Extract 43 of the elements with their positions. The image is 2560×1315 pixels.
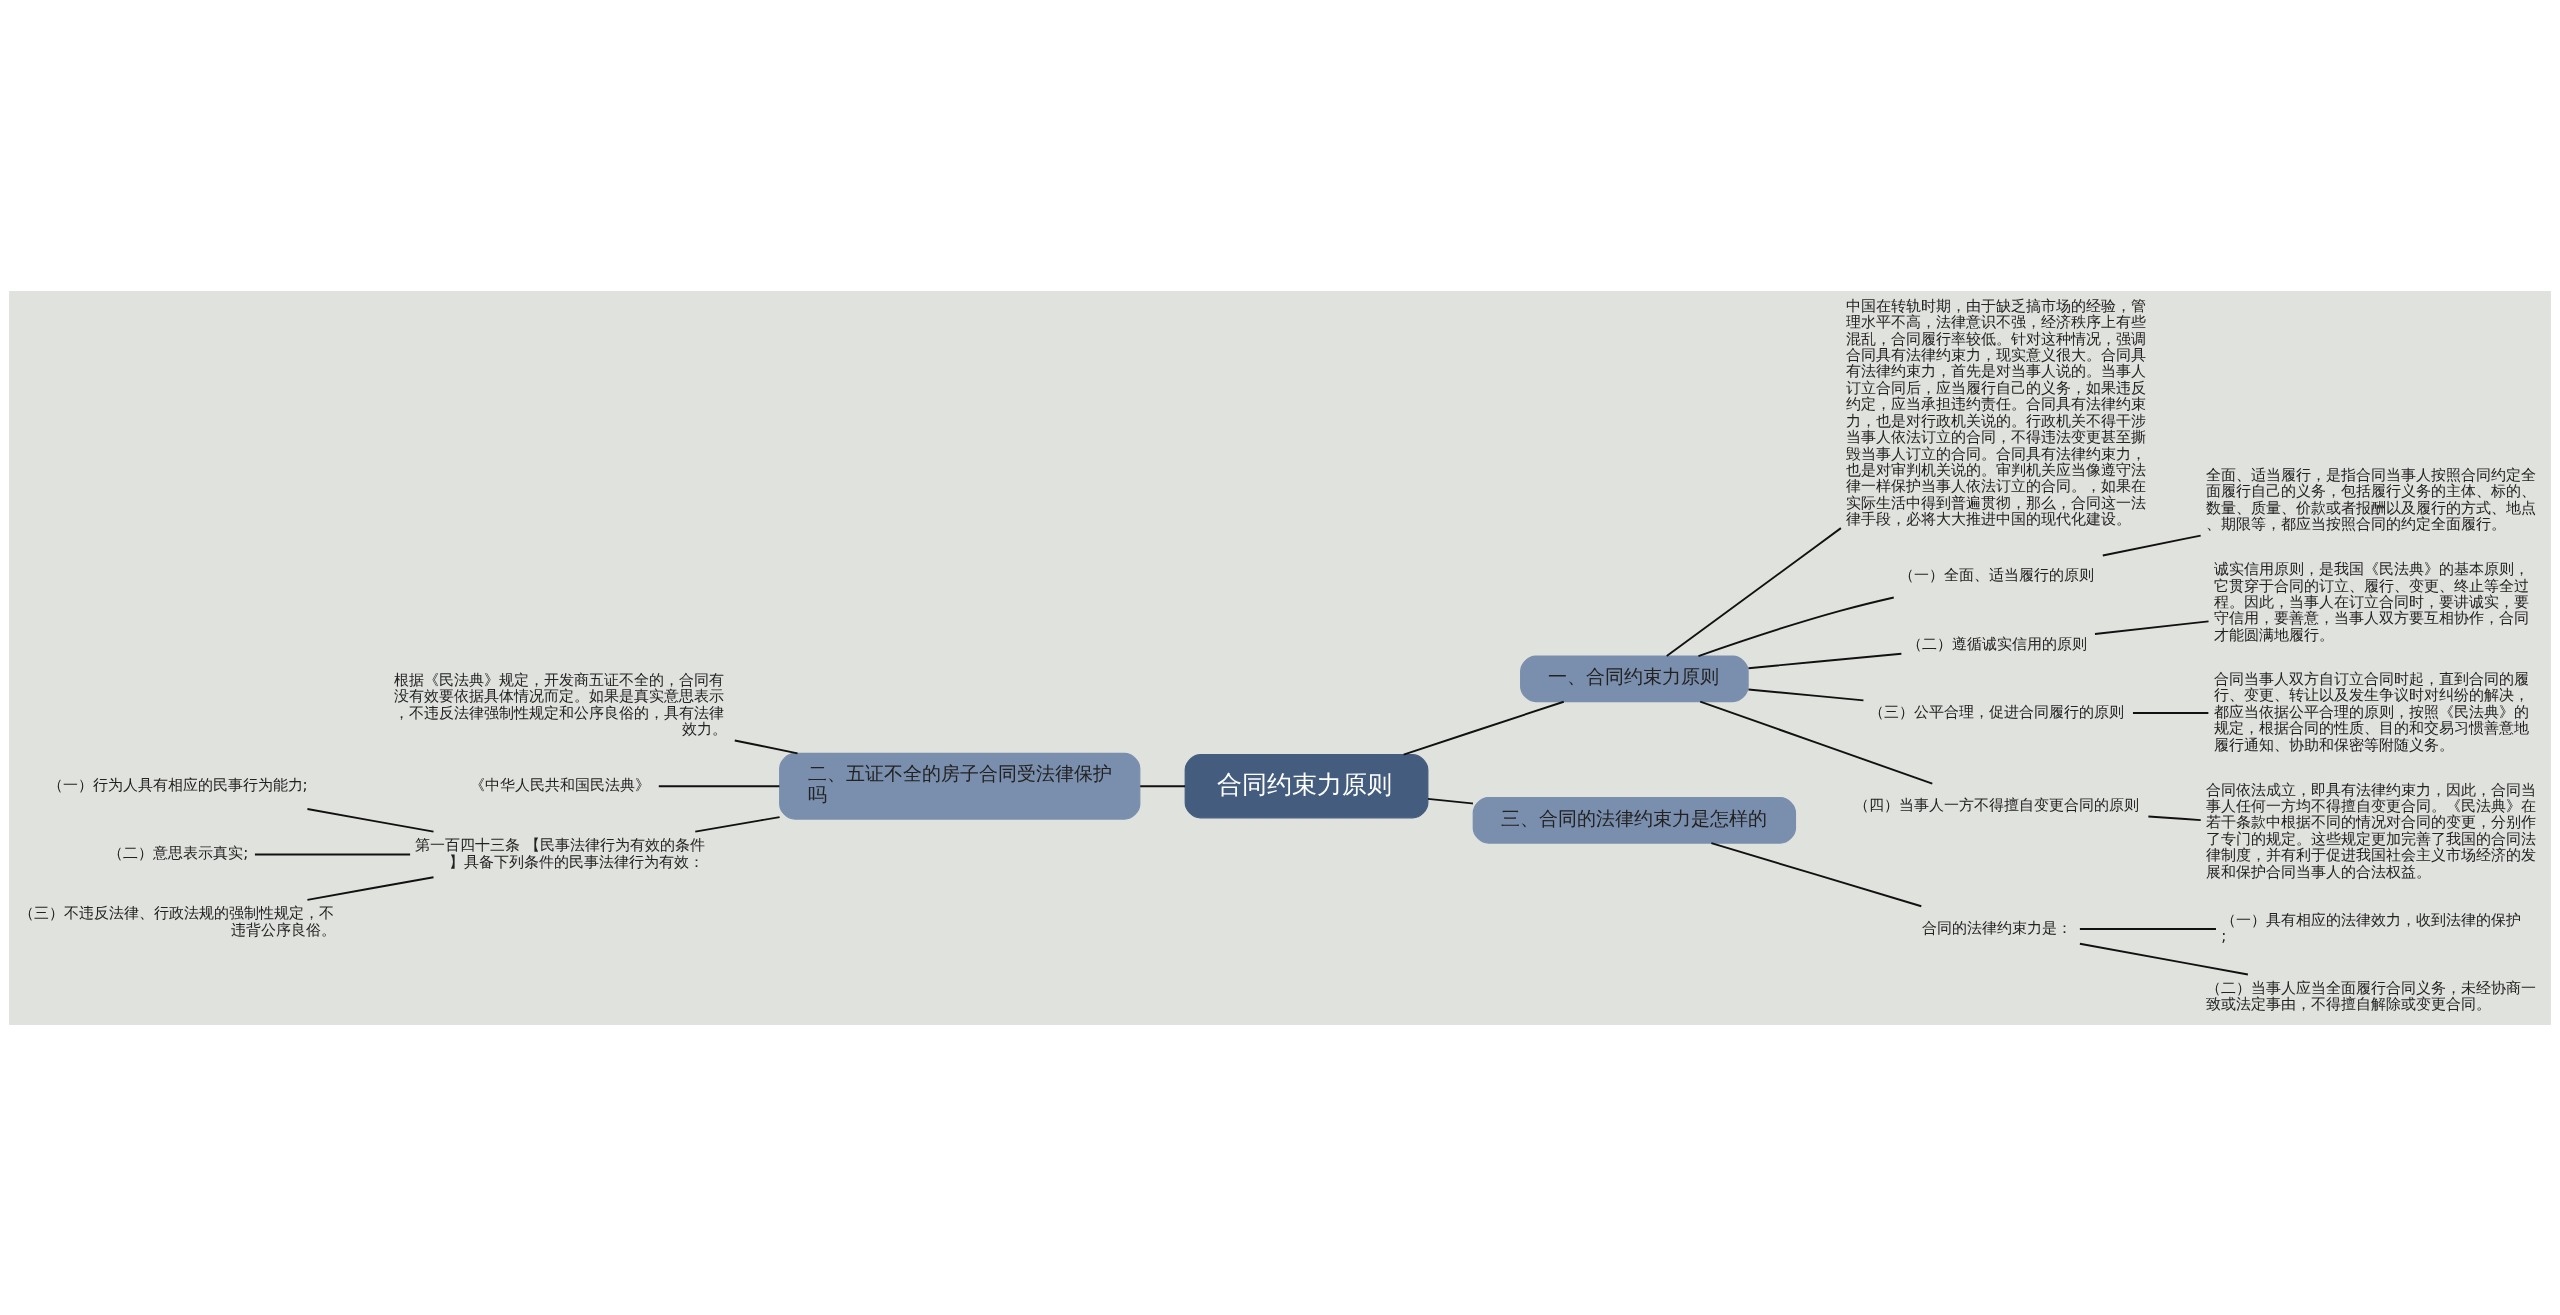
connector — [2147, 815, 2202, 821]
connector — [1747, 688, 1865, 701]
node-text: 第一百四十三条 【民事法律行为有效的条件】具备下列条件的民事法律行为有效： — [415, 835, 706, 871]
connector — [657, 784, 781, 787]
node-text: 合同依法成立，即具有法律约束力，因此，合同当事人任何一方均不得擅自变更合同。《民法典》在若干条款中根据不同的情况对合同的变更，分别作了专门的规定。这些规定更加完善了我国的合同法律制度，并有利于促进我国社会主义市场经济的发展和保护合同当事人的合法权益。 — [2206, 780, 2537, 881]
node-text: （三）不违反法律、行政法规的强制性规定，不违背公序良俗。 — [19, 903, 337, 939]
connector — [1699, 700, 1934, 785]
connector — [1747, 652, 1903, 669]
connector — [306, 807, 435, 833]
node-text: （二）当事人应当全面履行合同义务，未经协商一致或法定事由，不得擅自解除或变更合同。 — [2206, 978, 2537, 1013]
node-text: 根据《民法典》规定，开发商五证不全的，合同有没有效要依据具体情况而定。如果是真实意思表示，不违反法律强制性规定和公序良俗的，具有法律效力。 — [394, 670, 728, 738]
connector — [1697, 596, 1895, 657]
connector — [306, 875, 435, 901]
node-text: 合同当事人双方自订立合同时起，直到合同的履行、变更、转让以及发生争议时对纠纷的解决，都应当依据公平合理的原则，按照《民法典》的规定，根据合同的性质、目的和交易习惯善意地履行通知、协助和保密等附随义务。 — [2213, 669, 2529, 754]
connector — [2132, 711, 2210, 714]
node-box: 一、合同约束力原则 — [1520, 654, 1749, 702]
connector — [2078, 927, 2217, 930]
connector — [733, 739, 799, 754]
node-text: （三）公平合理，促进合同履行的原则 — [1868, 702, 2124, 721]
node-box: 合同约束力原则 — [1184, 753, 1429, 818]
connector — [1139, 784, 1187, 787]
node-text: （四）当事人一方不得擅自变更合同的原则 — [1853, 795, 2139, 814]
node-text: 诚实信用原则，是我国《民法典》的基本原则，它贯穿于合同的订立、履行、变更、终止等全过程。因此，当事人在订立合同时，要讲诚实，要守信用，要善意，当事人双方要互相协作，合同才能圆满地履行。 — [2213, 559, 2529, 644]
node-box: 三、合同的法律约束力是怎样的 — [1472, 796, 1797, 844]
connector — [1427, 797, 1474, 804]
connector — [694, 815, 781, 833]
connector — [1402, 700, 1565, 756]
node-text: 《中华人民共和国民法典》 — [470, 775, 651, 794]
node-text: （一）具有相应的法律效力，收到法律的保护; — [2221, 910, 2522, 945]
node-text: 中国在转轨时期，由于缺乏搞市场的经验，管理水平不高，法律意识不强，经济秩序上有些混乱，合同履行率较低。针对这种情况，强调合同具有法律约束力，现实意义很大。合同具有法律约束力，首先是对当事人说的。当事人订立合同后，应当履行自己的义务，如果违反约定，应当承担违约责任。合同具有法律约束力，也是对行政机关说的。行政机关不得干涉当事人依法订立的合同，不得违法变更甚至撕毁当事人订立的合同。合同具有法律约束力，也是对审判机关说的。审判机关应当像遵守法律一样保护当事人依法订立的合同。，如果在实际生活中得到普遍贯彻，那么，合同这一法律手段，必将大大推进中国的现代化建设。 — [1845, 296, 2146, 528]
connector — [1710, 841, 1923, 907]
connector — [1665, 526, 1842, 657]
node-text: 全面、适当履行，是指合同当事人按照合同约定全面履行自己的义务，包括履行义务的主体、标的、数量、质量、价款或者报酬以及履行的方式、地点、期限等，都应当按照合同的约定全面履行。 — [2206, 465, 2537, 533]
connector — [2078, 942, 2249, 975]
connector — [254, 853, 412, 855]
connector — [2101, 534, 2202, 556]
node-text: （二）遵循诚实信用的原则 — [1906, 634, 2087, 653]
connector — [2094, 619, 2210, 635]
node-text: （一）全面、适当履行的原则 — [1899, 565, 2095, 584]
node-text: （二）意思表示真实; — [108, 843, 249, 862]
node-text: （一）行为人具有相应的民事行为能力; — [47, 775, 308, 794]
node-box: 二、五证不全的房子合同受法律保护吗 — [779, 752, 1141, 820]
node-text: 合同的法律约束力是： — [1921, 918, 2072, 937]
